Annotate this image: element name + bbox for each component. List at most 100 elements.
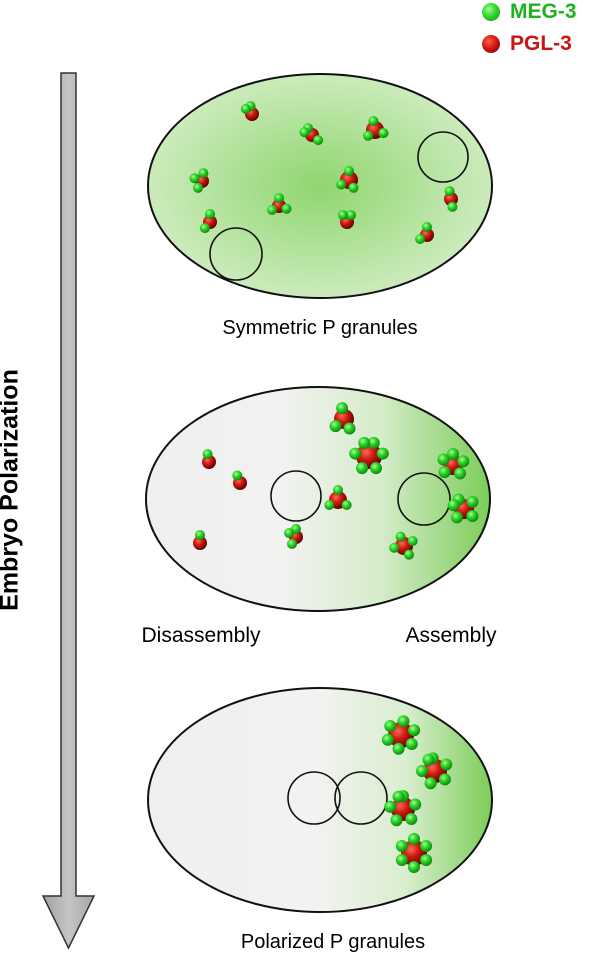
meg3-sphere [329, 420, 342, 433]
meg3-sphere [420, 854, 433, 866]
meg3-sphere [395, 854, 408, 866]
granule-group [189, 101, 458, 244]
meg3-sphere [416, 765, 428, 777]
meg3-sphere [437, 453, 450, 466]
pronucleus [270, 470, 322, 522]
meg3-sphere [284, 528, 295, 538]
meg3-sphere [450, 511, 463, 524]
p-granule [389, 531, 418, 560]
meg3-sphere [378, 128, 389, 139]
p-granule [395, 833, 433, 873]
pronucleus [209, 227, 263, 281]
meg3-sphere [267, 205, 278, 215]
embryo-stage-polarized [147, 687, 493, 913]
p-granule [267, 193, 292, 215]
meg3-sphere [405, 737, 418, 750]
meg3-sphere [424, 777, 437, 790]
meg3-sphere [199, 223, 210, 234]
meg3-sphere [356, 462, 368, 475]
meg3-sphere [346, 210, 356, 221]
meg3-sphere [466, 510, 479, 523]
granule-group [193, 402, 479, 560]
p-granule [193, 530, 207, 550]
embryo-stage-symmetric [147, 73, 493, 299]
meg3-sphere [195, 530, 205, 540]
meg3-sphere [415, 234, 426, 244]
label-disassembly: Disassembly [141, 624, 261, 647]
p-granule [447, 493, 479, 524]
meg3-sphere [438, 773, 451, 786]
meg3-sphere [313, 135, 324, 146]
meg3-sphere [408, 833, 420, 845]
p-granule [416, 752, 453, 790]
meg3-sphere [281, 203, 292, 214]
meg3-sphere [205, 209, 215, 219]
p-granule [189, 168, 209, 193]
meg3-sphere [440, 758, 453, 771]
meg3-sphere [232, 470, 243, 481]
embryo-body [145, 386, 491, 612]
meg3-sphere [324, 500, 335, 510]
meg3-sphere [189, 173, 200, 184]
p-granule [444, 186, 458, 212]
meg3-sphere [405, 812, 418, 825]
pronucleus [287, 771, 341, 825]
meg3-sphere [367, 436, 380, 449]
meg3-sphere [422, 753, 435, 766]
embryo-stage-polarizing [145, 386, 491, 612]
meg3-sphere [336, 179, 347, 190]
meg3-sphere [422, 222, 432, 232]
meg3-sphere [338, 210, 348, 221]
meg3-sphere [368, 116, 379, 127]
meg3-sphere [240, 103, 251, 114]
granule-group [381, 715, 453, 873]
meg3-sphere [344, 166, 354, 176]
pronucleus [334, 771, 388, 825]
p-granule [199, 209, 217, 234]
meg3-sphere [404, 549, 414, 560]
meg3-sphere [407, 536, 418, 546]
meg3-sphere [376, 447, 389, 460]
meg3-sphere [274, 193, 284, 203]
p-granule [329, 402, 356, 435]
embryo-body [147, 73, 493, 299]
pgl3-sphere-icon [482, 35, 500, 53]
p-granule [384, 790, 422, 827]
p-granule [336, 166, 359, 193]
meg3-sphere [395, 531, 406, 542]
meg3-sphere [395, 840, 408, 852]
meg3-sphere [333, 485, 343, 495]
meg3-sphere [363, 130, 374, 141]
p-granule [381, 715, 421, 755]
p-granule [324, 485, 352, 510]
legend-item-pgl3: PGL-3 [480, 32, 598, 58]
meg3-sphere [287, 538, 297, 549]
stage-caption-symmetric: Symmetric P granules [222, 317, 417, 339]
p-granule [415, 222, 434, 244]
meg3-sphere [447, 499, 460, 512]
meg3-sphere [397, 715, 410, 728]
p-granule [437, 448, 470, 480]
meg3-sphere [198, 168, 209, 179]
meg3-sphere [193, 182, 203, 193]
meg3-sphere [408, 724, 421, 737]
meg3-sphere [420, 840, 433, 852]
meg3-sphere [447, 201, 458, 212]
p-granule [202, 449, 216, 469]
meg3-sphere [343, 422, 356, 435]
p-granule [232, 470, 247, 490]
stage-caption-polarized: Polarized P granules [241, 931, 425, 953]
pronucleus [417, 131, 469, 183]
meg3-sphere [370, 462, 382, 475]
meg3-sphere [454, 467, 467, 480]
legend-label-pgl3: PGL-3 [510, 32, 572, 55]
meg3-sphere [389, 542, 400, 553]
meg3-sphere [392, 790, 405, 803]
meg3-sphere [336, 402, 349, 415]
meg3-sphere [447, 448, 459, 460]
meg3-sphere [408, 861, 420, 873]
legend-label-meg3: MEG-3 [510, 0, 577, 23]
embryo-body [147, 687, 493, 913]
meg3-sphere [384, 720, 397, 733]
